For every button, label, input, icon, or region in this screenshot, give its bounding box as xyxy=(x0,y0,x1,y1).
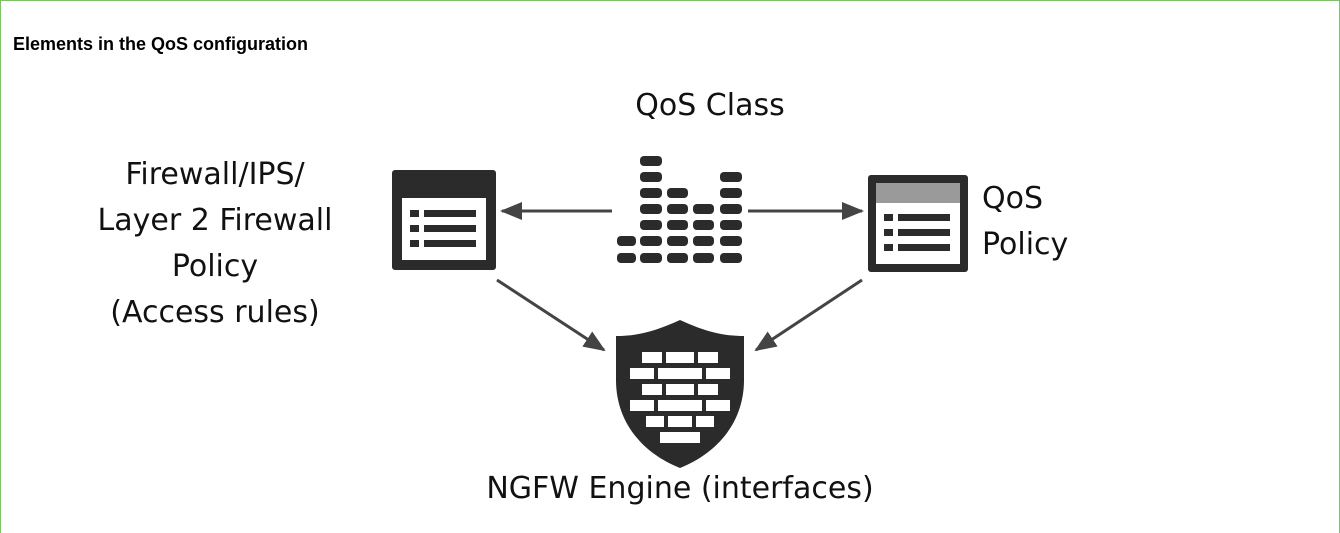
qos-class-label: QoS Class xyxy=(560,83,860,129)
arrow-firewall-policy-to-engine xyxy=(496,278,606,352)
firewall-policy-label-line: Firewall/IPS/ xyxy=(125,157,305,192)
ngfw-engine-label: NGFW Engine (interfaces) xyxy=(400,466,960,512)
firewall-policy-label-line: (Access rules) xyxy=(110,295,320,330)
firewall-policy-label: Firewall/IPS/ Layer 2 Firewall Policy (A… xyxy=(50,152,380,336)
qos-policy-label: QoS Policy xyxy=(982,176,1092,268)
figure-caption: Elements in the QoS configuration xyxy=(13,34,309,54)
firewall-policy-label-line: Layer 2 Firewall xyxy=(97,203,333,238)
firewall-policy-label-line: Policy xyxy=(171,249,259,284)
policy-document-icon xyxy=(392,170,496,270)
qos-policy-label-line: QoS xyxy=(982,181,1044,216)
qos-class-label-line: QoS Class xyxy=(635,88,785,123)
arrow-qos-policy-to-engine xyxy=(754,278,863,352)
qos-policy-label-line: Policy xyxy=(982,227,1069,262)
firewall-shield-icon xyxy=(616,320,744,468)
qos-class-bars-icon xyxy=(617,156,742,263)
ngfw-engine-label-line: NGFW Engine (interfaces) xyxy=(486,471,874,506)
qos-policy-document-icon xyxy=(868,175,968,272)
